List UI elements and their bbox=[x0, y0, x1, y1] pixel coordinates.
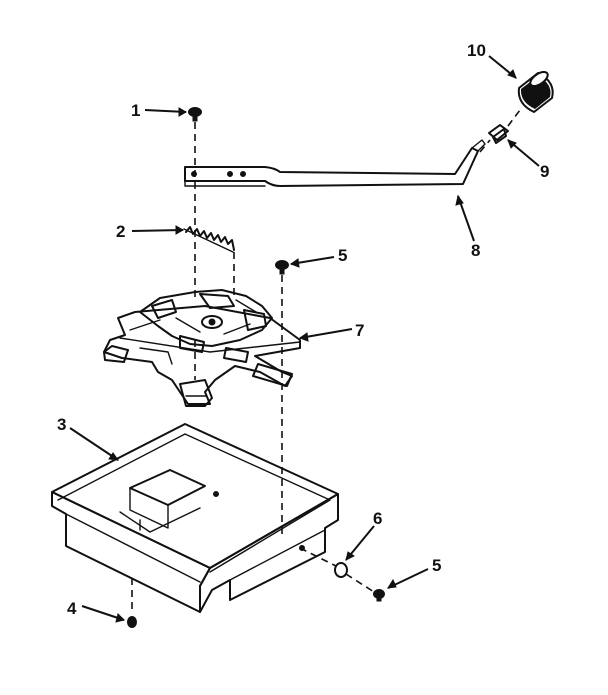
part-10-knob bbox=[517, 70, 554, 113]
callout-labels: 1 2 3 4 5 5 6 7 8 9 10 bbox=[57, 41, 549, 618]
callout-4: 4 bbox=[67, 599, 77, 618]
callout-8: 8 bbox=[471, 241, 480, 260]
callout-10: 10 bbox=[467, 41, 486, 60]
part-2-spring bbox=[183, 226, 235, 253]
part-1-screw bbox=[188, 107, 202, 122]
part-7-latch-mechanism bbox=[103, 289, 301, 407]
callout-2: 2 bbox=[116, 222, 125, 241]
part-4-screw bbox=[127, 616, 137, 628]
leader-lines bbox=[69, 55, 540, 623]
callout-7: 7 bbox=[355, 321, 364, 340]
callout-1: 1 bbox=[131, 101, 140, 120]
part-9-clip bbox=[488, 124, 509, 144]
part-3-tray-housing bbox=[51, 423, 339, 613]
callout-5a: 5 bbox=[338, 246, 347, 265]
part-5-screw-lower bbox=[373, 589, 385, 602]
part-6-washer bbox=[334, 562, 348, 578]
callout-6: 6 bbox=[373, 509, 382, 528]
part-5-screw-upper bbox=[275, 260, 289, 275]
callout-9: 9 bbox=[540, 162, 549, 181]
callout-5b: 5 bbox=[432, 556, 441, 575]
part-8-control-rod bbox=[184, 139, 486, 187]
assembly-lines bbox=[131, 109, 521, 614]
callout-3: 3 bbox=[57, 415, 66, 434]
